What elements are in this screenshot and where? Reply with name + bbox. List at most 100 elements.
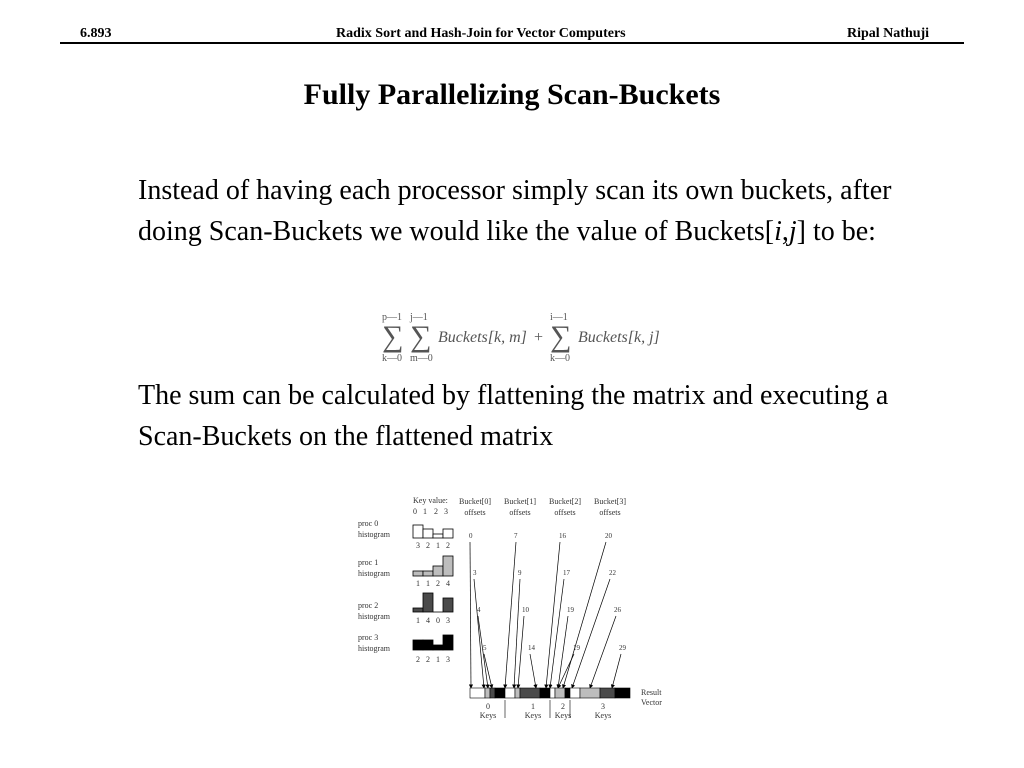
proc-2-bar-3 xyxy=(442,597,454,613)
proc-1-bar-2 xyxy=(432,565,444,577)
proc-0-bar-3 xyxy=(442,528,454,539)
proc-2-bar-0 xyxy=(412,607,424,613)
key-value-label: Key value: xyxy=(413,496,448,505)
intro-paragraph: Instead of having each processor simply … xyxy=(138,170,898,252)
offset-p1-b1: 9 xyxy=(518,569,522,577)
proc-1-label: proc 1 xyxy=(358,558,378,567)
intro-text: Instead of having each processor simply … xyxy=(138,175,892,247)
result-label-line1: Result xyxy=(641,688,662,697)
offset-p3-b1: 14 xyxy=(528,644,536,652)
offset-p0-b3: 20 xyxy=(605,532,613,540)
proc-0-bar-1 xyxy=(422,528,434,539)
proc-3-count-0: 2 xyxy=(416,655,420,664)
proc-3-bar-0 xyxy=(412,639,424,651)
course-number: 6.893 xyxy=(80,26,112,41)
proc-1-bar-3 xyxy=(442,555,454,577)
proc-1-bar-1 xyxy=(422,570,434,577)
key-value-0: 0 xyxy=(413,507,417,516)
key-group-2-label: Keys xyxy=(555,711,571,720)
header-topic: Radix Sort and Hash-Join for Vector Comp… xyxy=(336,26,626,41)
proc-0-count-2: 1 xyxy=(436,541,440,550)
proc-2-label: proc 2 xyxy=(358,601,378,610)
offset-p2-b2: 19 xyxy=(567,606,575,614)
bucket-1-header: Bucket[1] xyxy=(504,497,536,506)
offset-p0-b2: 16 xyxy=(559,532,567,540)
bucket-3-header: Bucket[3] xyxy=(594,497,626,506)
proc-1-sublabel: histogram xyxy=(358,569,391,578)
sigma-2: ∑ xyxy=(410,320,431,353)
flattened-scan-diagram: Key value: 0 1 2 3 Bucket[0] offsets Buc… xyxy=(358,496,662,720)
proc-0-label: proc 0 xyxy=(358,519,378,528)
proc-2-sublabel: histogram xyxy=(358,612,391,621)
proc-0-sublabel: histogram xyxy=(358,530,391,539)
bucket-0-subheader: offsets xyxy=(464,508,485,517)
proc-1-count-2: 2 xyxy=(436,579,440,588)
proc-1-count-3: 4 xyxy=(446,579,450,588)
key-value-2: 2 xyxy=(434,507,438,516)
sigma-1: ∑ xyxy=(382,320,403,353)
offset-p2-b3: 26 xyxy=(614,606,622,614)
index-i: i xyxy=(774,216,782,247)
offset-p0-b1: 7 xyxy=(514,532,518,540)
offset-p3-b3: 29 xyxy=(619,644,627,652)
sum1-lower-limit: k—0 xyxy=(382,353,402,364)
explanation-paragraph: The sum can be calculated by flattening … xyxy=(138,380,889,452)
proc-1-count-1: 1 xyxy=(426,579,430,588)
proc-0-bar-0 xyxy=(412,524,424,539)
term-2: Buckets[k, j] xyxy=(578,329,660,346)
proc-3-histogram xyxy=(412,634,454,651)
proc-3-bar-2 xyxy=(432,644,444,651)
key-group-2-number: 2 xyxy=(561,702,565,711)
bucket-2-subheader: offsets xyxy=(554,508,575,517)
proc-3-sublabel: histogram xyxy=(358,644,391,653)
header-rule xyxy=(60,42,964,44)
sum2-upper-limit: j—1 xyxy=(409,312,428,323)
bucket-1-subheader: offsets xyxy=(509,508,530,517)
summation-formula: p—1 ∑ k—0 j—1 ∑ m—0 Buckets[k, m] + i—1 … xyxy=(382,312,660,364)
author-name: Ripal Nathuji xyxy=(847,26,930,41)
offset-p1-b0: 3 xyxy=(473,569,477,577)
proc-2-count-3: 3 xyxy=(446,616,450,625)
sum3-lower-limit: k—0 xyxy=(550,353,570,364)
bucket-0-header: Bucket[0] xyxy=(459,497,491,506)
sigma-3: ∑ xyxy=(550,320,571,353)
proc-2-count-0: 1 xyxy=(416,616,420,625)
offset-arrows xyxy=(468,541,622,689)
offset-p3-b0: 5 xyxy=(483,644,487,652)
key-value-1: 1 xyxy=(423,507,427,516)
offset-p1-b3: 22 xyxy=(609,569,617,577)
proc-3-count-2: 1 xyxy=(436,655,440,664)
offset-p3-b2: 19 xyxy=(573,644,581,652)
offset-p0-b0: 0 xyxy=(469,532,473,540)
offset-p1-b2: 17 xyxy=(563,569,571,577)
sum3-upper-limit: i—1 xyxy=(550,312,568,323)
proc-3-count-3: 3 xyxy=(446,655,450,664)
bucket-2-header: Bucket[2] xyxy=(549,497,581,506)
sum2-lower-limit: m—0 xyxy=(410,353,433,364)
bucket-3-subheader: offsets xyxy=(599,508,620,517)
proc-1-bar-0 xyxy=(412,570,424,577)
proc-3-count-1: 2 xyxy=(426,655,430,664)
proc-0-histogram xyxy=(412,524,454,539)
proc-3-bar-3 xyxy=(442,634,454,651)
key-group-3-label: Keys xyxy=(595,711,611,720)
key-group-0-label: Keys xyxy=(480,711,496,720)
proc-2-count-1: 4 xyxy=(426,616,430,625)
proc-0-count-1: 2 xyxy=(426,541,430,550)
proc-3-bar-1 xyxy=(422,639,434,651)
proc-1-histogram xyxy=(412,555,454,577)
index-j: j xyxy=(788,216,797,247)
offset-p2-b1: 10 xyxy=(522,606,530,614)
result-vector xyxy=(469,687,631,699)
index-separator: , xyxy=(781,216,789,247)
proc-0-count-0: 3 xyxy=(416,541,420,550)
term-1: Buckets[k, m] xyxy=(438,329,527,346)
proc-2-bar-1 xyxy=(422,592,434,613)
intro-text-end: ] to be: xyxy=(796,216,876,247)
result-label-line2: Vector xyxy=(641,698,662,707)
key-value-3: 3 xyxy=(444,507,448,516)
slide-title: Fully Parallelizing Scan-Buckets xyxy=(303,78,721,111)
proc-2-count-2: 0 xyxy=(436,616,440,625)
key-group-3-number: 3 xyxy=(601,702,605,711)
key-group-0-number: 0 xyxy=(486,702,490,711)
